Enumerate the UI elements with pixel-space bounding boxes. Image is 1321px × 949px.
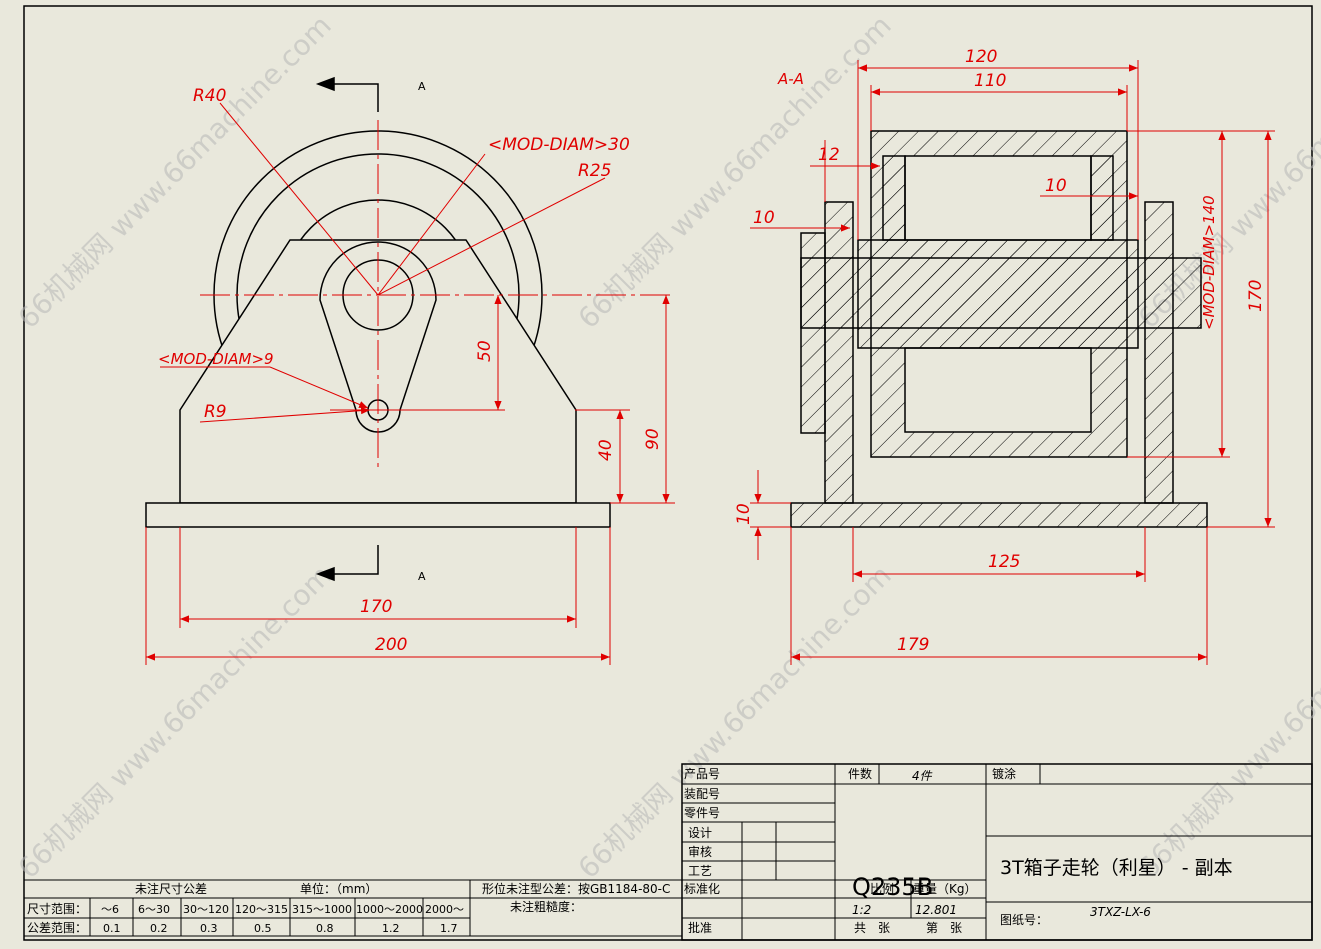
label-drawing-no: 图纸号： — [1000, 913, 1048, 927]
dim-10-plate: 10 — [753, 208, 775, 228]
label-qty: 件数 — [848, 766, 872, 781]
range-label: 尺寸范围： — [27, 902, 87, 916]
dim-10-wall: 10 — [1045, 176, 1067, 196]
label-product-no: 产品号 — [684, 767, 720, 781]
tolerance-unit: 单位：（mm） — [300, 881, 377, 896]
tolerance-cell: 1.7 — [440, 922, 458, 935]
section-line-bottom — [330, 545, 379, 575]
label-ratio: 比例 — [870, 882, 894, 896]
range-cell: ～6 — [101, 903, 119, 916]
value-material: Q235B — [852, 873, 933, 901]
value-drawing-no: 3TXZ-LX-6 — [1090, 905, 1151, 919]
label-review: 审核 — [688, 844, 712, 859]
wheel-cavity-top — [904, 155, 1092, 241]
dim-170: 170 — [360, 597, 392, 617]
dim-r40: R40 — [193, 86, 226, 106]
tolerance-cell: 0.1 — [103, 922, 121, 935]
tolerance-cell: 0.2 — [150, 922, 168, 935]
range-cell: 315～1000 — [292, 903, 352, 916]
dim-12: 12 — [818, 145, 840, 165]
title-block — [681, 763, 1313, 941]
left-side-plate — [824, 201, 854, 504]
drawing-title: 3T箱子走轮（利星） - 副本 — [1000, 857, 1233, 879]
section-view — [790, 130, 1208, 528]
dim-90: 90 — [643, 428, 663, 450]
dim-110: 110 — [974, 71, 1006, 91]
section-marker-bottom: A — [418, 570, 426, 583]
section-arrow-top — [315, 76, 335, 92]
label-plating: 镀涂 — [992, 766, 1016, 781]
section-arrow-bottom — [315, 566, 335, 582]
label-weight: 重量（Kg） — [913, 882, 977, 896]
range-cell: 30～120 — [183, 903, 229, 916]
tolerance-cell: 0.8 — [316, 922, 334, 935]
dim-179: 179 — [897, 635, 929, 655]
section-view-title: A-A — [777, 70, 804, 88]
dim-200: 200 — [375, 635, 407, 655]
dim-r25: R25 — [578, 161, 611, 181]
label-process: 工艺 — [688, 864, 712, 878]
dim-170-height: 170 — [1246, 280, 1266, 312]
section-view-dimensions — [750, 60, 1275, 665]
dim-40: 40 — [596, 439, 616, 461]
range-cell: 120～315 — [235, 903, 288, 916]
tolerance-cell: 1.2 — [382, 922, 400, 935]
dim-120: 120 — [965, 47, 997, 67]
dim-diam140: <MOD-DIAM>140 — [1200, 195, 1218, 330]
dim-10-base: 10 — [734, 503, 754, 525]
tolerance-cell: 0.3 — [200, 922, 218, 935]
tolerance-label: 公差范围： — [27, 921, 87, 935]
range-cell: 1000～2000 — [356, 903, 423, 916]
watermark-text: 66机械网 www.66machine.com — [12, 559, 338, 885]
tolerance-cell: 0.5 — [254, 922, 272, 935]
geo-tolerance: 形位未注型公差：按GB1184-80-C — [482, 881, 670, 896]
tolerance-table — [23, 879, 683, 937]
range-cell: 6～30 — [138, 903, 170, 916]
range-cell: 2000～ — [425, 903, 464, 916]
value-ratio: 1:2 — [852, 903, 871, 917]
value-weight: 12.801 — [915, 903, 957, 917]
label-assembly-no: 装配号 — [684, 787, 720, 801]
axle-shaft — [800, 257, 1202, 329]
base-plate — [145, 502, 611, 528]
section-base-plate — [790, 502, 1208, 528]
wheel-gap-left-top — [882, 155, 906, 241]
dim-r9: R9 — [204, 402, 227, 422]
section-marker-top: A — [418, 80, 426, 93]
right-side-plate — [1144, 201, 1174, 504]
drawing-border — [23, 5, 1313, 941]
value-qty: 4件 — [912, 769, 933, 783]
dim-diam9: <MOD-DIAM>9 — [158, 350, 274, 368]
front-view-dimensions — [145, 102, 675, 665]
label-approve: 批准 — [688, 920, 712, 935]
dim-diam30: <MOD-DIAM>30 — [488, 135, 630, 155]
section-line-top — [330, 83, 379, 112]
label-total-sheets: 共 张 — [854, 921, 890, 935]
label-part-no: 零件号 — [684, 806, 720, 820]
roughness-note: 未注粗糙度： — [510, 899, 582, 914]
label-design: 设计 — [688, 826, 712, 840]
dim-125: 125 — [988, 552, 1020, 572]
label-sheet-no: 第 张 — [926, 921, 962, 935]
wheel-cavity-bottom — [904, 347, 1092, 433]
label-standard: 标准化 — [684, 882, 720, 896]
wheel-gap-right-top — [1090, 155, 1114, 241]
dim-50: 50 — [475, 340, 495, 362]
watermark-text: 66机械网 www.66machine.com — [572, 559, 898, 885]
tolerance-title: 未注尺寸公差 — [135, 881, 207, 896]
